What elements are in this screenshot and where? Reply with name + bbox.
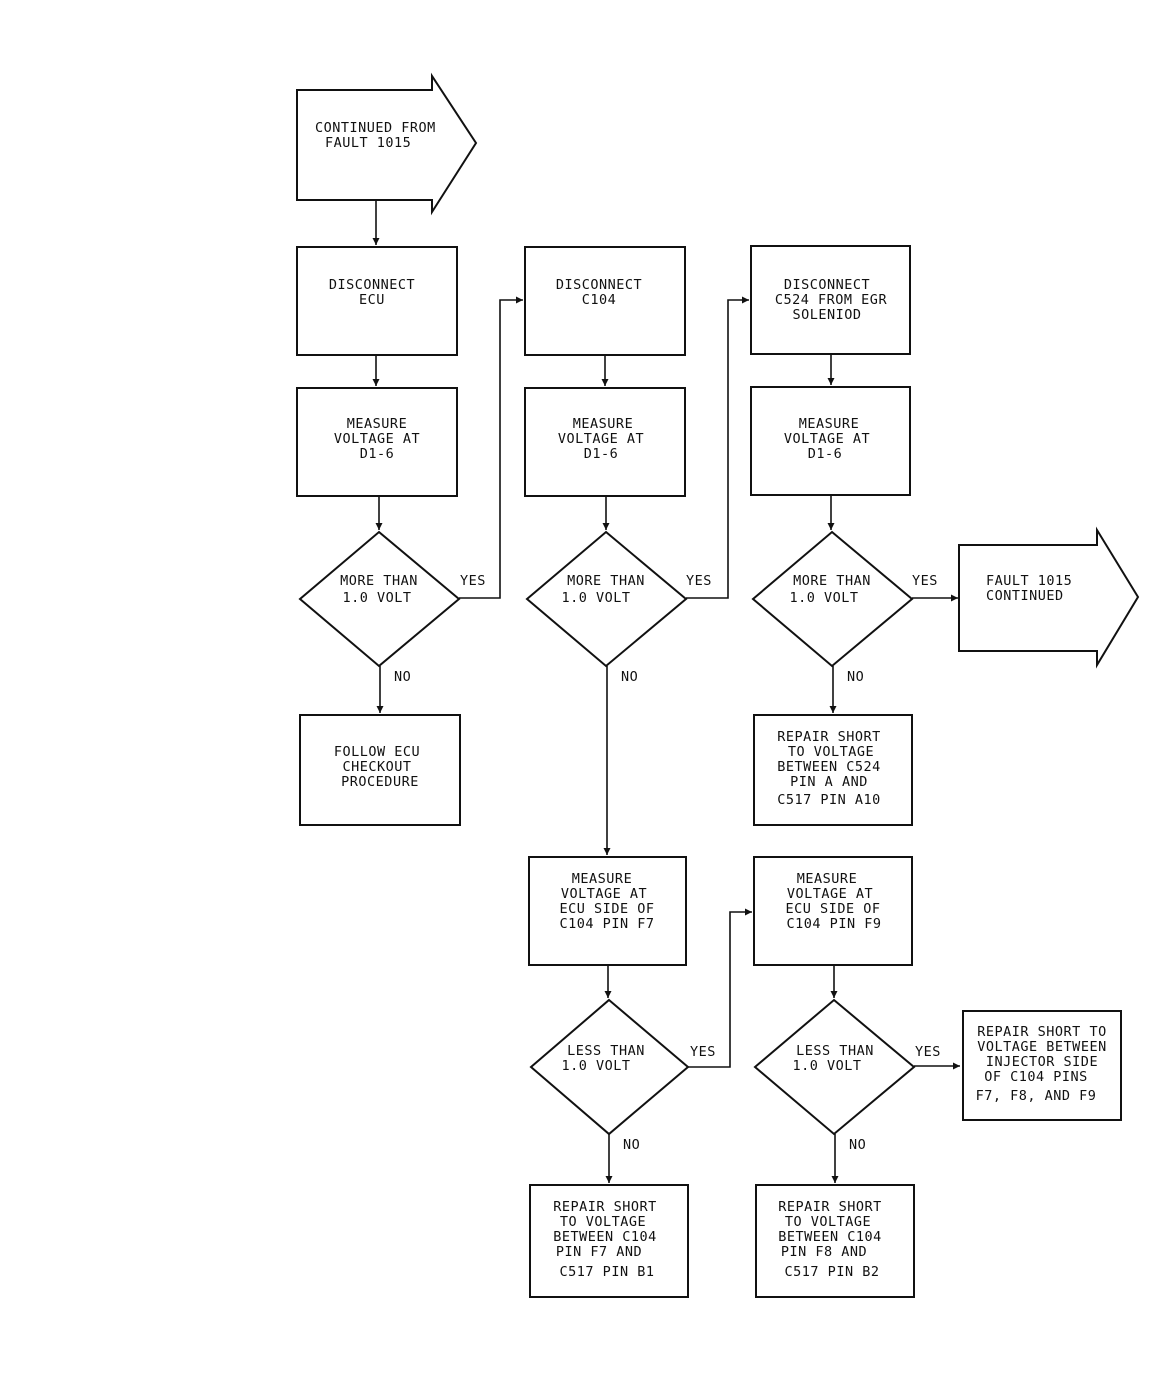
- follow-ecu-line-2: CHECKOUT: [342, 759, 411, 775]
- box-repair-f8: [755, 1184, 915, 1298]
- follow-ecu-line-3: PROCEDURE: [341, 774, 419, 790]
- repair-injector-line-3: INJECTOR SIDE: [986, 1054, 1098, 1070]
- repair-c524-line-1: REPAIR SHORT: [777, 729, 881, 745]
- start-arrow: [296, 72, 478, 216]
- decision-5-yes-label: YES: [915, 1044, 941, 1060]
- decision-4-yes-label: YES: [690, 1044, 716, 1060]
- measure-f7-line-2: VOLTAGE AT: [561, 886, 647, 902]
- disconnect-c524-line-3: SOLENIOD: [792, 307, 861, 323]
- measure-f9-line-3: ECU SIDE OF: [786, 901, 881, 917]
- connector-decision-2-yes: [686, 296, 749, 599]
- box-repair-injector: [962, 1010, 1122, 1121]
- measure-f9-line-4: C104 PIN F9: [787, 916, 882, 932]
- measure-f9-line-1: MEASURE: [797, 871, 857, 887]
- connector-decision-1-yes: [459, 296, 523, 599]
- measure-1-line-3: D1-6: [360, 446, 395, 462]
- follow-ecu-line-1: FOLLOW ECU: [334, 744, 420, 760]
- decision-3-yes-label: YES: [912, 573, 938, 589]
- end-arrow-line-1: FAULT 1015: [986, 573, 1072, 589]
- box-disconnect-c104: [524, 246, 686, 356]
- repair-f7-line-2: TO VOLTAGE: [560, 1214, 646, 1230]
- decision-2: [525, 530, 688, 668]
- disconnect-c524-line-2: C524 FROM EGR: [775, 292, 888, 308]
- decision-1: [298, 530, 461, 668]
- repair-f8-line-2: TO VOLTAGE: [785, 1214, 871, 1230]
- decision-3: [751, 530, 914, 668]
- decision-2-line-2: 1.0 VOLT: [561, 590, 630, 606]
- measure-3-line-1: MEASURE: [799, 416, 859, 432]
- box-measure-3: [750, 386, 911, 496]
- box-follow-ecu: [299, 714, 461, 826]
- decision-4-line-1: LESS THAN: [567, 1043, 645, 1059]
- decision-1-line-1: MORE THAN: [340, 573, 418, 589]
- repair-f7-line-1: REPAIR SHORT: [553, 1199, 657, 1215]
- repair-f8-line-1: REPAIR SHORT: [778, 1199, 882, 1215]
- box-repair-f7: [529, 1184, 689, 1298]
- repair-f7-line-4: PIN F7 AND: [556, 1244, 642, 1260]
- box-repair-c524: [753, 714, 913, 826]
- repair-f7-line-5: C517 PIN B1: [560, 1264, 655, 1280]
- decision-3-no-label: NO: [847, 669, 864, 685]
- measure-f7-line-4: C104 PIN F7: [560, 916, 655, 932]
- decision-1-no-label: NO: [394, 669, 411, 685]
- decision-3-line-2: 1.0 VOLT: [789, 590, 858, 606]
- box-disconnect-c524: [750, 245, 911, 355]
- shapes: [296, 72, 1140, 1298]
- disconnect-ecu-line-2: ECU: [359, 292, 385, 308]
- decision-1-line-2: 1.0 VOLT: [342, 590, 411, 606]
- box-measure-f9: [753, 856, 913, 966]
- measure-3-line-2: VOLTAGE AT: [784, 431, 870, 447]
- connectors: [372, 200, 960, 1183]
- decision-4: [529, 998, 690, 1136]
- measure-2-line-1: MEASURE: [573, 416, 633, 432]
- repair-c524-line-2: TO VOLTAGE: [788, 744, 874, 760]
- decision-5-line-2: 1.0 VOLT: [792, 1058, 861, 1074]
- labels: CONTINUED FROM FAULT 1015 FAULT 1015 CON…: [315, 120, 1106, 1280]
- connector-decision-4-yes: [688, 908, 752, 1068]
- decision-5: [753, 998, 916, 1136]
- end-arrow: [958, 526, 1140, 669]
- repair-injector-line-1: REPAIR SHORT TO: [977, 1024, 1106, 1040]
- repair-c524-line-5: C517 PIN A10: [777, 792, 881, 808]
- measure-1-line-2: VOLTAGE AT: [334, 431, 420, 447]
- decision-5-no-label: NO: [849, 1137, 866, 1153]
- measure-2-line-2: VOLTAGE AT: [558, 431, 644, 447]
- repair-f7-line-3: BETWEEN C104: [553, 1229, 657, 1245]
- repair-injector-line-4: OF C104 PINS: [984, 1069, 1088, 1085]
- disconnect-ecu-line-1: DISCONNECT: [329, 277, 415, 293]
- decision-3-line-1: MORE THAN: [793, 573, 871, 589]
- repair-f8-line-3: BETWEEN C104: [778, 1229, 882, 1245]
- repair-c524-line-3: BETWEEN C524: [777, 759, 881, 775]
- disconnect-c104-line-2: C104: [582, 292, 617, 308]
- box-measure-f7: [528, 856, 687, 966]
- decision-4-line-2: 1.0 VOLT: [561, 1058, 630, 1074]
- measure-3-line-3: D1-6: [808, 446, 843, 462]
- box-measure-2: [524, 387, 686, 497]
- decision-2-no-label: NO: [621, 669, 638, 685]
- repair-f8-line-4: PIN F8 AND: [781, 1244, 867, 1260]
- repair-f8-line-5: C517 PIN B2: [785, 1264, 880, 1280]
- box-disconnect-ecu: [296, 246, 458, 356]
- decision-2-yes-label: YES: [686, 573, 712, 589]
- start-arrow-line-1: CONTINUED FROM: [315, 120, 436, 136]
- measure-2-line-3: D1-6: [584, 446, 619, 462]
- repair-c524-line-4: PIN A AND: [790, 774, 868, 790]
- end-arrow-line-2: CONTINUED: [986, 588, 1064, 604]
- repair-injector-line-2: VOLTAGE BETWEEN: [977, 1039, 1106, 1055]
- box-measure-1: [296, 387, 458, 497]
- measure-1-line-1: MEASURE: [347, 416, 407, 432]
- measure-f9-line-2: VOLTAGE AT: [787, 886, 873, 902]
- disconnect-c104-line-1: DISCONNECT: [556, 277, 642, 293]
- measure-f7-line-3: ECU SIDE OF: [560, 901, 655, 917]
- measure-f7-line-1: MEASURE: [572, 871, 632, 887]
- decision-2-line-1: MORE THAN: [567, 573, 645, 589]
- disconnect-c524-line-1: DISCONNECT: [784, 277, 870, 293]
- decision-4-no-label: NO: [623, 1137, 640, 1153]
- repair-injector-line-5: F7, F8, AND F9: [976, 1088, 1097, 1104]
- decision-5-line-1: LESS THAN: [796, 1043, 874, 1059]
- decision-1-yes-label: YES: [460, 573, 486, 589]
- start-arrow-line-2: FAULT 1015: [325, 135, 411, 151]
